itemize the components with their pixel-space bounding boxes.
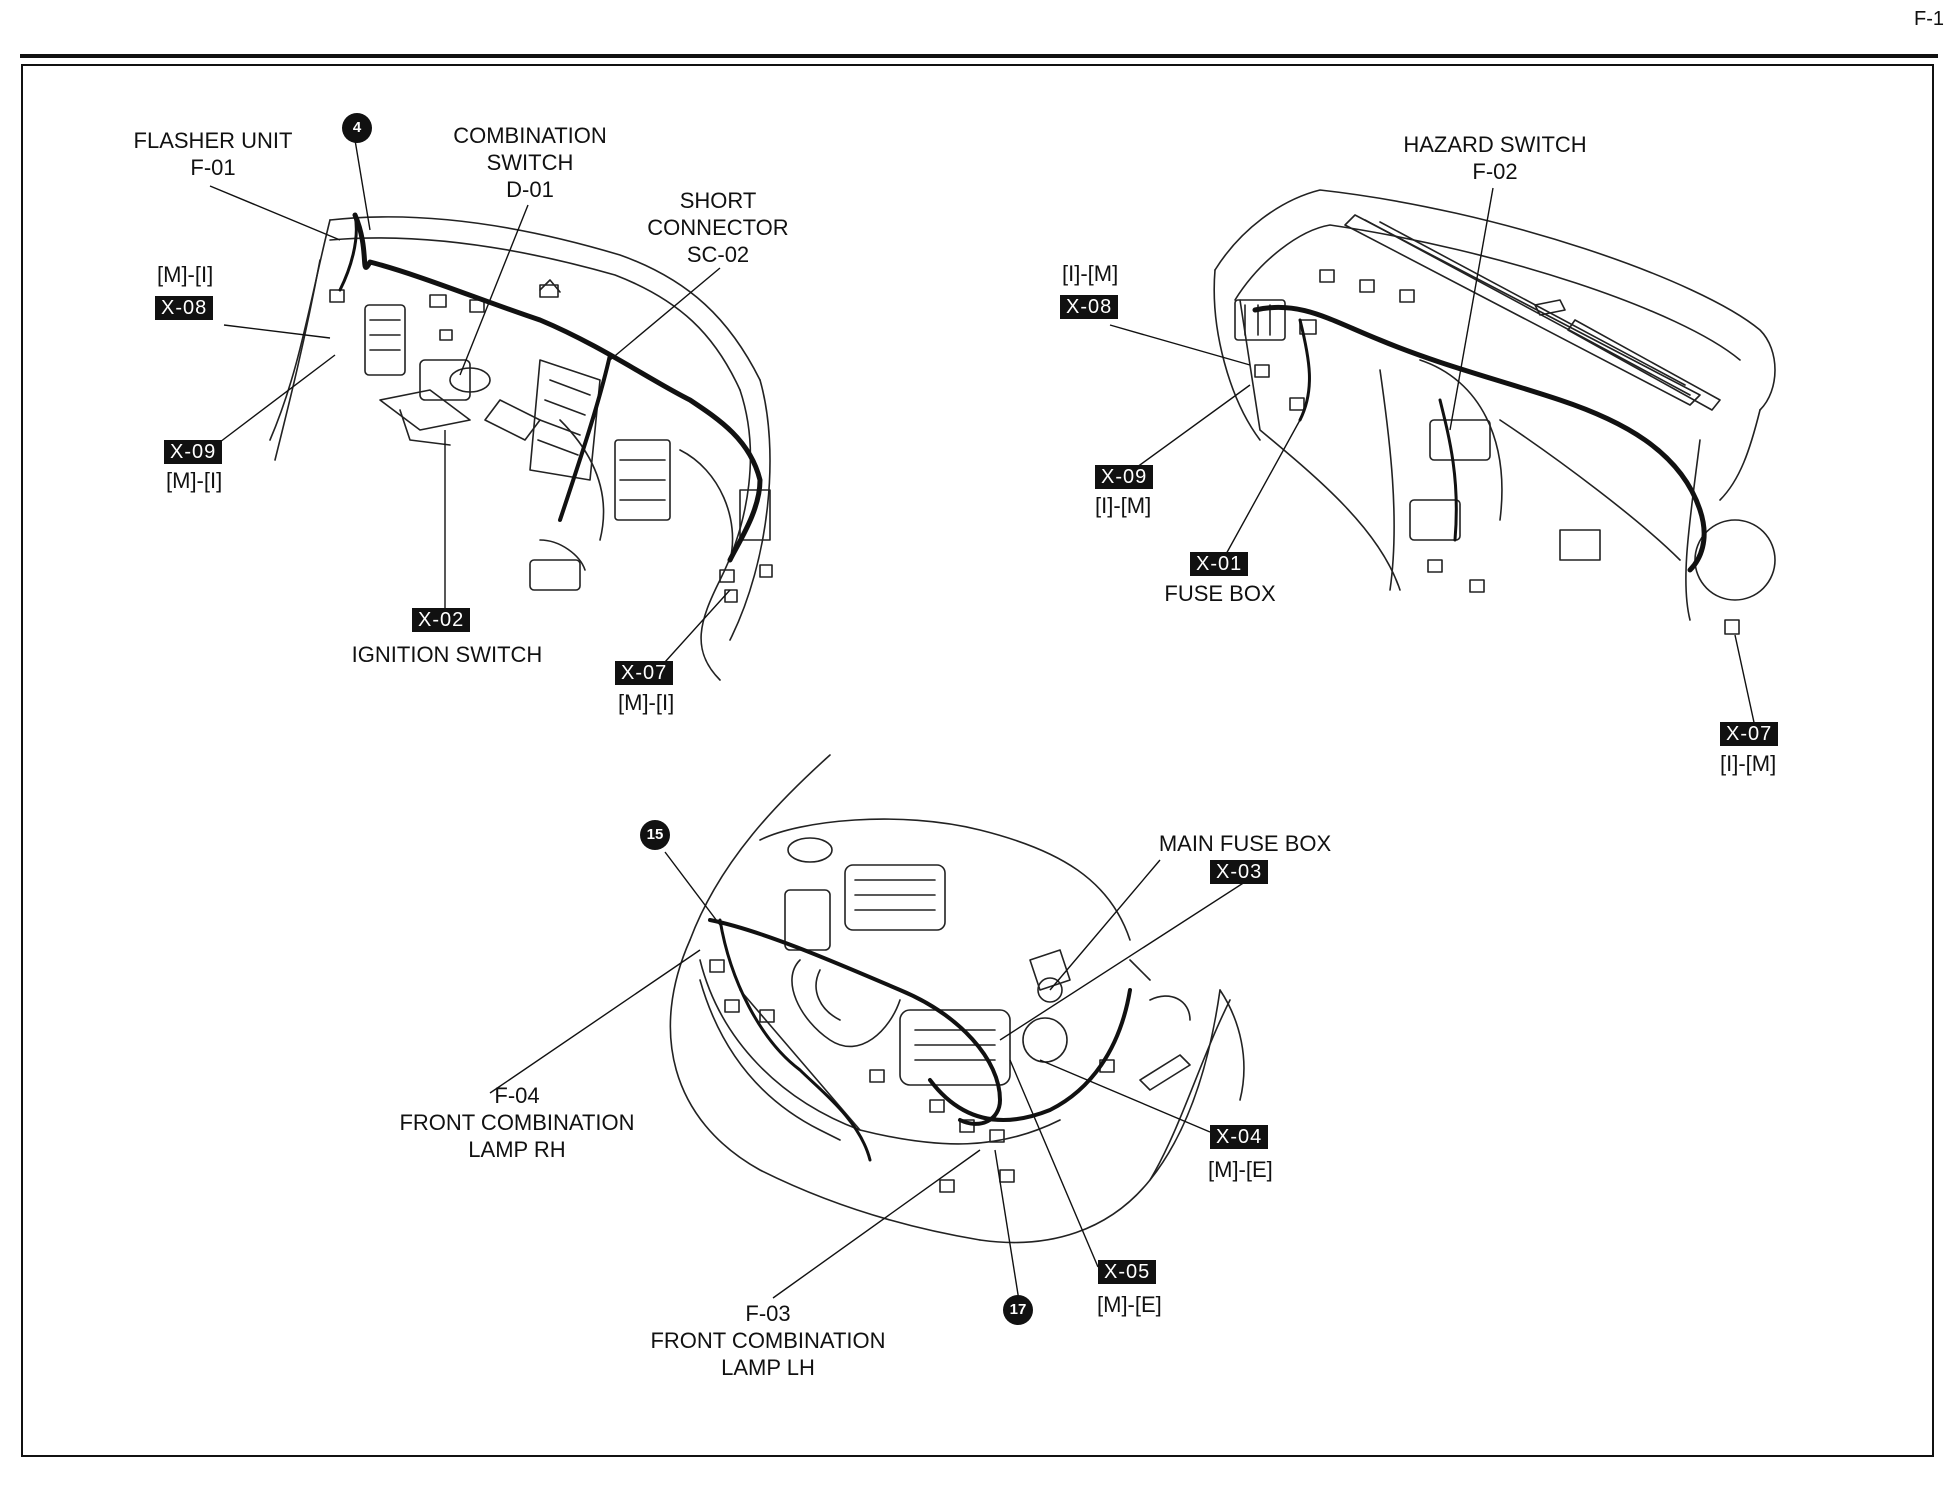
front-lamp-rh-name-2: LAMP RH <box>468 1137 566 1162</box>
short-connector-name-1: SHORT <box>679 188 757 213</box>
page-number: F-1 <box>1914 8 1944 30</box>
x07-rh-connector: X-07 <box>1720 722 1779 746</box>
combination-switch-name-2: SWITCH <box>486 150 574 175</box>
front-lamp-lh-name-1: FRONT COMBINATION <box>650 1328 886 1353</box>
engine-room-drawing <box>669 754 1245 1244</box>
x09-lh-harness: [M]-[I] <box>166 468 223 493</box>
fuse-box-name: FUSE BOX <box>1164 581 1276 606</box>
x09-rh-connector: X-09 <box>1095 465 1154 489</box>
combination-switch-label: COMBINATION SWITCH D-01 <box>440 122 620 203</box>
main-fuse-box-connector: X-03 <box>1210 860 1269 884</box>
header-rule <box>20 54 1938 58</box>
dashboard-rh-drawing <box>1213 189 1776 635</box>
x08-lh-harness: [M]-[I] <box>157 262 214 287</box>
x07-lh-harness: [M]-[I] <box>618 690 675 715</box>
ignition-switch-connector: X-02 <box>412 608 471 632</box>
x09-rh-harness: [I]-[M] <box>1095 493 1152 518</box>
front-lamp-lh-name-2: LAMP LH <box>721 1355 815 1380</box>
front-lamp-lh-label: F-03 FRONT COMBINATION LAMP LH <box>628 1300 908 1381</box>
dashboard-lh-drawing <box>269 216 773 681</box>
front-lamp-rh-code: F-04 <box>494 1083 540 1108</box>
short-connector-code: SC-02 <box>686 242 750 267</box>
front-lamp-rh-name-1: FRONT COMBINATION <box>399 1110 635 1135</box>
x08-lh-connector: X-08 <box>155 296 214 320</box>
ignition-switch-name: IGNITION SWITCH <box>351 642 543 667</box>
front-lamp-lh-code: F-03 <box>745 1301 791 1326</box>
hazard-switch-code: F-02 <box>1472 159 1518 184</box>
ground-point-15: 15 <box>640 820 670 850</box>
combination-switch-name-1: COMBINATION <box>453 123 607 148</box>
fuse-box-connector: X-01 <box>1190 552 1249 576</box>
x04-connector: X-04 <box>1210 1125 1269 1149</box>
flasher-unit-label: FLASHER UNIT F-01 <box>118 127 308 181</box>
diagram-frame <box>21 64 1934 1457</box>
x05-harness: [M]-[E] <box>1097 1292 1162 1317</box>
x08-rh-harness: [I]-[M] <box>1062 261 1119 286</box>
main-fuse-box-name: MAIN FUSE BOX <box>1158 831 1332 856</box>
front-lamp-rh-label: F-04 FRONT COMBINATION LAMP RH <box>377 1082 657 1163</box>
ground-point-4: 4 <box>342 113 372 143</box>
short-connector-name-2: CONNECTOR <box>647 215 789 240</box>
x05-connector: X-05 <box>1098 1260 1157 1284</box>
x08-rh-connector: X-08 <box>1060 295 1119 319</box>
x09-lh-connector: X-09 <box>164 440 223 464</box>
hazard-switch-label: HAZARD SWITCH F-02 <box>1390 131 1600 185</box>
combination-switch-code: D-01 <box>506 177 554 202</box>
flasher-unit-code: F-01 <box>190 155 236 180</box>
flasher-unit-name: FLASHER UNIT <box>133 128 293 153</box>
short-connector-label: SHORT CONNECTOR SC-02 <box>628 187 808 268</box>
x07-lh-connector: X-07 <box>615 661 674 685</box>
hazard-switch-name: HAZARD SWITCH <box>1403 132 1587 157</box>
x07-rh-harness: [I]-[M] <box>1720 751 1777 776</box>
ground-point-17: 17 <box>1003 1295 1033 1325</box>
x04-harness: [M]-[E] <box>1208 1157 1273 1182</box>
